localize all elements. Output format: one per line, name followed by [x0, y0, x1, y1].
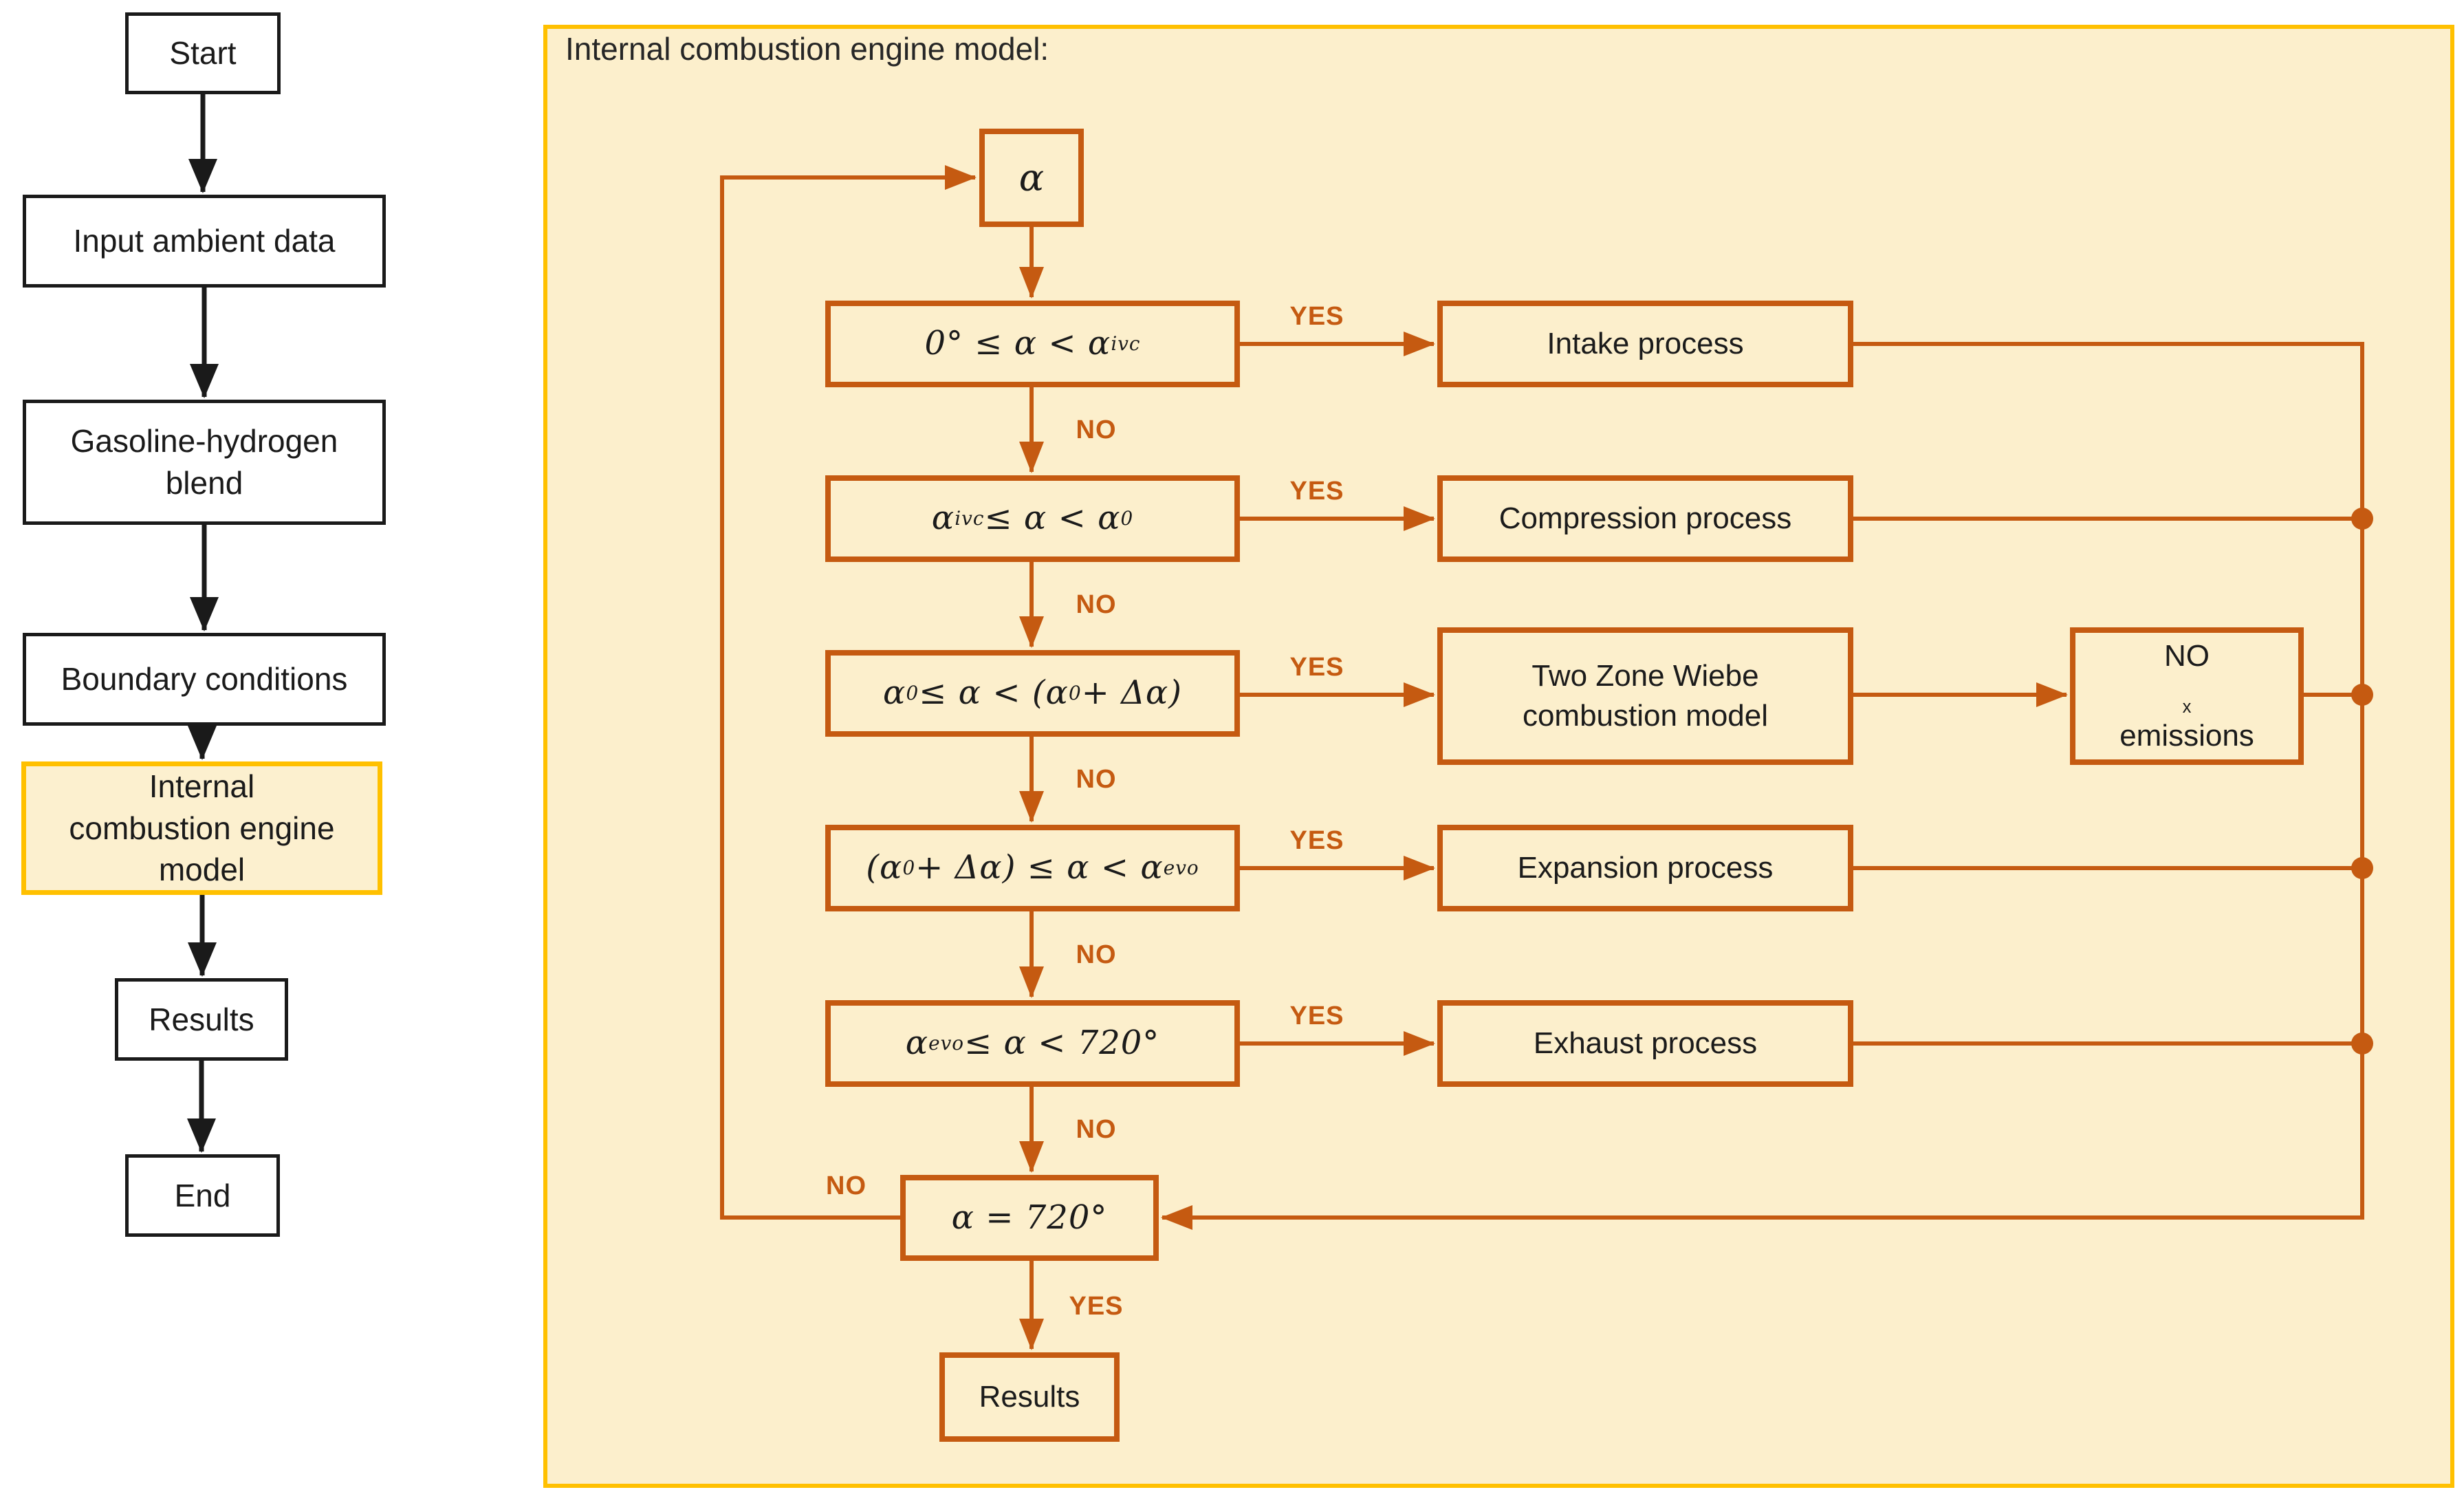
process-intake: Intake process	[1437, 301, 1853, 387]
yes-label-compression: YES	[1289, 477, 1344, 506]
wiebe-line-2: combustion model	[1522, 699, 1769, 733]
node-gasoline-hydrogen-blend: Gasoline-hydrogen blend	[23, 400, 386, 525]
yes-label-expansion: YES	[1289, 826, 1344, 855]
no-label-3: NO	[1076, 765, 1117, 794]
node-alpha: α	[979, 129, 1084, 227]
process-exhaust: Exhaust process	[1437, 1000, 1853, 1087]
process-compression: Compression process	[1437, 475, 1853, 562]
yes-label-results: YES	[1069, 1292, 1124, 1321]
engine-model-panel	[543, 25, 2454, 1488]
yes-label-combustion: YES	[1289, 653, 1344, 682]
process-two-zone-wiebe: Two Zone Wiebe combustion model	[1437, 627, 1853, 765]
node-end: End	[125, 1154, 280, 1237]
no-label-2: NO	[1076, 590, 1117, 619]
node-start: Start	[125, 12, 281, 94]
process-expansion: Expansion process	[1437, 825, 1853, 911]
yes-label-exhaust: YES	[1289, 1002, 1344, 1030]
yes-label-intake: YES	[1289, 302, 1344, 331]
wiebe-line-1: Two Zone Wiebe	[1531, 658, 1759, 693]
condition-cycle-complete: α = 720°	[900, 1175, 1159, 1261]
node-results: Results	[115, 978, 288, 1061]
nox-line-2: emissions	[2119, 719, 2254, 753]
node-panel-results: Results	[939, 1352, 1120, 1442]
no-label-4: NO	[1076, 940, 1117, 969]
no-label-1: NO	[1076, 415, 1117, 444]
no-label-loop: NO	[826, 1171, 866, 1200]
node-input-ambient-data: Input ambient data	[23, 195, 386, 288]
no-label-5: NO	[1076, 1115, 1117, 1144]
panel-title: Internal combustion engine model:	[565, 31, 1049, 67]
junction-dots	[2351, 508, 2373, 1055]
node-internal-combustion-engine-model: Internal combustion engine model	[21, 761, 382, 895]
node-boundary-conditions: Boundary conditions	[23, 633, 386, 726]
